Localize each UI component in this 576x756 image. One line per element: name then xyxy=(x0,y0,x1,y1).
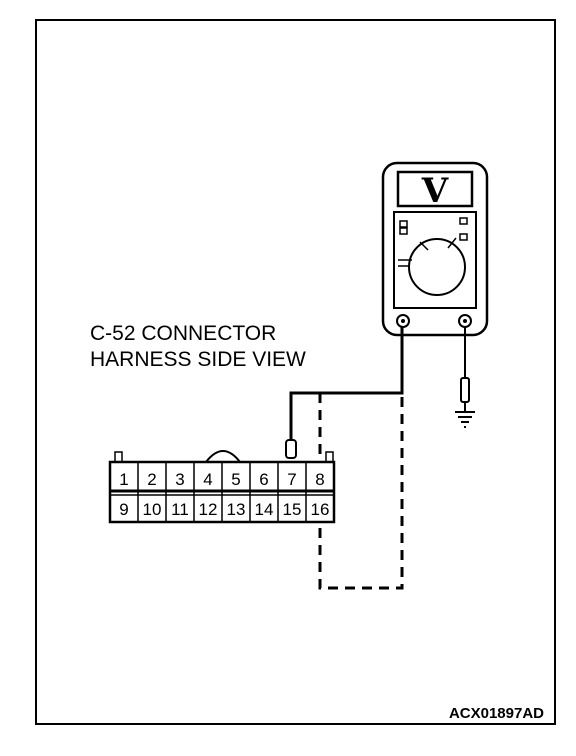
ground-lead xyxy=(455,327,475,428)
connector-post xyxy=(114,451,123,463)
range-switch-icon xyxy=(399,220,408,228)
figure-code: ACX01897AD xyxy=(449,705,544,722)
pin-number-label: 1 xyxy=(119,470,128,489)
pin-number-label: 11 xyxy=(171,500,189,519)
ground-icon xyxy=(455,411,475,428)
voltmeter-display xyxy=(396,170,474,208)
positive-terminal-icon xyxy=(401,319,405,323)
pin-number-label: 6 xyxy=(259,470,268,489)
dial-pointer-leads xyxy=(398,237,457,267)
pin-number-label: 12 xyxy=(199,500,218,519)
pin-number-label: 15 xyxy=(283,500,302,519)
connector-post xyxy=(325,451,334,463)
voltmeter-dial xyxy=(408,238,466,296)
pin-number-label: 5 xyxy=(231,470,240,489)
pin-number-label: 8 xyxy=(315,470,324,489)
negative-terminal-icon xyxy=(463,319,467,323)
voltmeter: V xyxy=(381,161,489,337)
connector-label-line1: C-52 CONNECTOR xyxy=(90,322,276,345)
pin-number-label: 3 xyxy=(175,470,184,489)
pin-number-label: 13 xyxy=(227,500,246,519)
pin-number-label: 7 xyxy=(287,470,296,489)
pin-number-label: 2 xyxy=(147,470,156,489)
range-switch-icon xyxy=(459,233,468,241)
alternate-lead-wire xyxy=(318,397,404,590)
pin-number-label: 10 xyxy=(143,500,162,519)
pin-number-label: 9 xyxy=(119,500,128,519)
probe-clip-icon xyxy=(460,377,470,403)
pin-number-label: 16 xyxy=(311,500,330,519)
positive-lead-wire xyxy=(289,327,404,440)
pin-number-label: 14 xyxy=(255,500,274,519)
range-switch-icon xyxy=(399,227,408,235)
probe-tip-icon xyxy=(285,439,297,459)
range-switch-icon xyxy=(459,217,468,225)
connector-lock-tab xyxy=(205,450,241,463)
voltmeter-display-value: V xyxy=(421,171,449,211)
pin-number-label: 4 xyxy=(203,470,212,489)
connector-label-line2: HARNESS SIDE VIEW xyxy=(90,348,306,371)
figure-frame xyxy=(35,19,556,725)
